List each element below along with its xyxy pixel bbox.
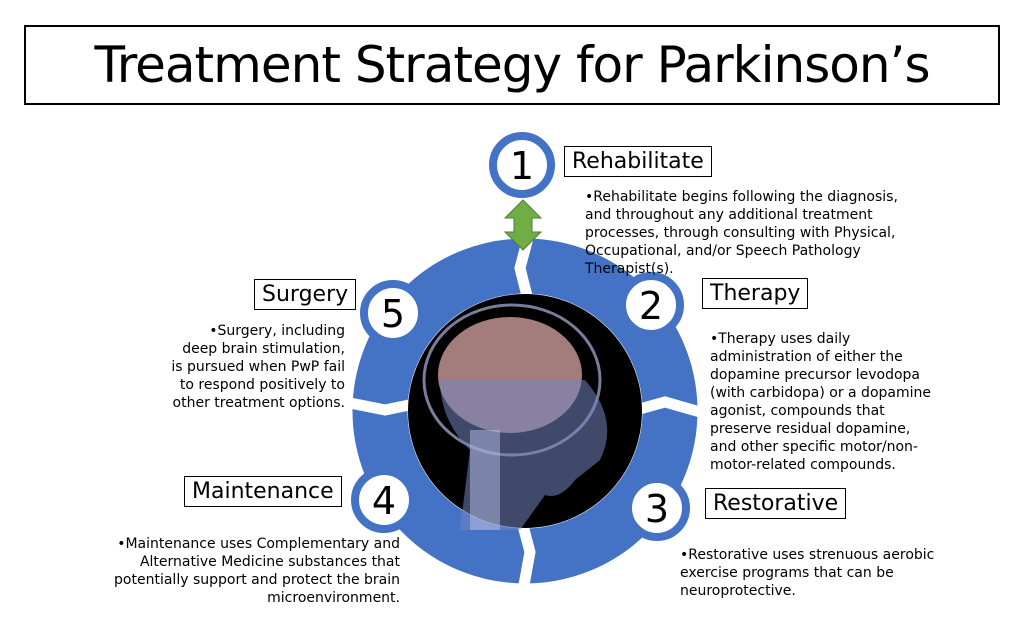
step-4-description: •Maintenance uses Complementary and Alte… [114,536,400,606]
step-5-badge [360,280,426,346]
step-2-label: Therapy [702,278,809,309]
step-3-label: Restorative [705,488,847,519]
step-2-number: 2 [639,284,663,328]
step-3-badge [624,475,690,541]
step-1-number: 1 [510,144,534,188]
page-title: Treatment Strategy for Parkinson’s [24,25,1000,105]
step-2-badge [618,272,684,338]
step-4-label: Maintenance [184,476,342,507]
step-5-number: 5 [381,292,405,336]
step-4-badge [351,467,417,533]
step-5-label: Surgery [254,279,357,310]
double-arrow-icon [503,199,543,251]
step-3-description: •Restorative uses strenuous aerobic exer… [680,547,935,599]
step-1-label: Rehabilitate [564,146,712,177]
step-1-badge [489,132,555,198]
step-3-number: 3 [645,487,669,531]
step-4-number: 4 [372,479,396,523]
step-1-description: •Rehabilitate begins following the diagn… [585,189,898,277]
step-2-description: •Therapy uses daily administration of ei… [710,331,931,473]
step-5-description: •Surgery, including deep brain stimulati… [171,323,345,411]
xray-head-icon [422,303,608,530]
